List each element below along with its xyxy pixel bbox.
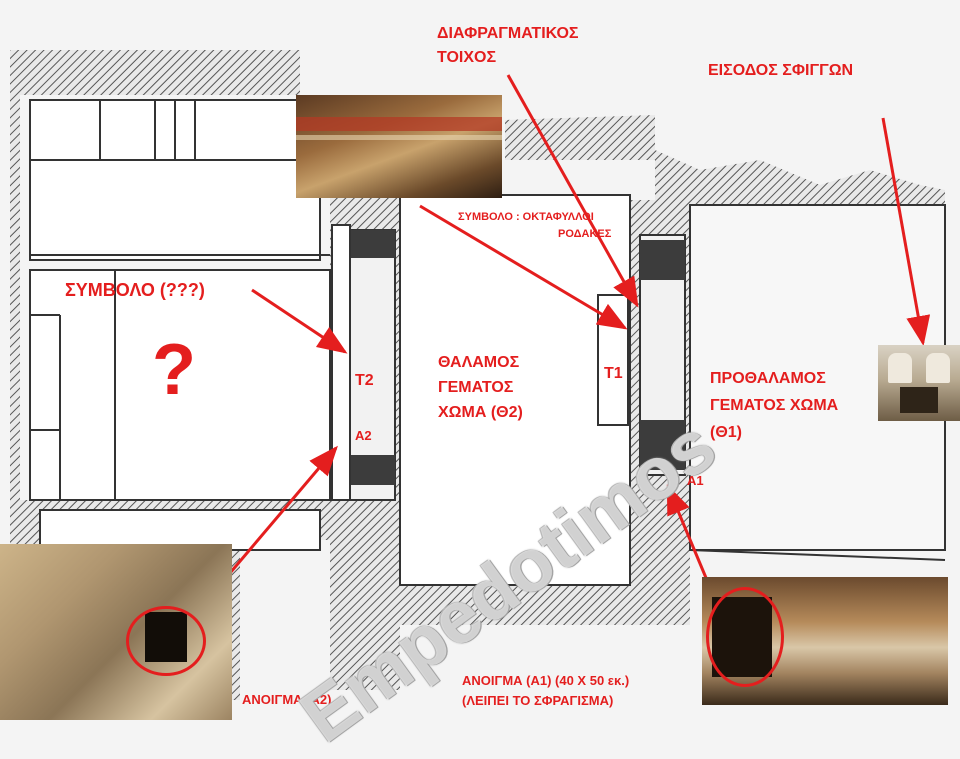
label-opening-a2: ΑΝΟΙΓΜΑ (Α2) xyxy=(242,692,332,707)
label-line: ΓΕΜΑΤΟΣ xyxy=(438,379,514,396)
photo-inset-opening-a2 xyxy=(0,544,232,720)
label-line: ΠΡΟΘΑΛΑΜΟΣ xyxy=(710,370,826,387)
label-a1: Α1 xyxy=(687,473,704,488)
label-line: ΑΝΟΙΓΜΑ (Α1) (40 Χ 50 εκ.) xyxy=(462,673,630,688)
ceiling-lines xyxy=(30,100,946,561)
label-t1: Τ1 xyxy=(604,365,623,382)
label-line: (Θ1) xyxy=(710,424,742,441)
floor-plan-drawing xyxy=(10,50,946,700)
photo-inset-frieze xyxy=(296,95,502,198)
label-diaphragm-wall: ΔΙΑΦΡΑΓΜΑΤΙΚΟΣ ΤΟΙΧΟΣ xyxy=(437,22,579,70)
label-a2: Α2 xyxy=(355,428,372,443)
label-line: ΤΟΙΧΟΣ xyxy=(437,49,497,66)
label-t2: Τ2 xyxy=(355,372,374,389)
door-blocks xyxy=(345,230,685,485)
label-line: ΘΑΛΑΜΟΣ xyxy=(438,354,520,371)
label-symbol-rosettes: ΣΥΜΒΟΛΟ : ΟΚΤΑΦΥΛΛΟΙ ΡΟΔΑΚΕΣ xyxy=(458,209,611,243)
label-symbol-unknown: ΣΥΜΒΟΛΟ (???) xyxy=(65,280,205,300)
photo-inset-sphinxes xyxy=(878,345,960,421)
label-antechamber-1: ΠΡΟΘΑΛΑΜΟΣ ΓΕΜΑΤΟΣ ΧΩΜΑ (Θ1) xyxy=(710,365,838,446)
label-chamber-2: ΘΑΛΑΜΟΣ ΓΕΜΑΤΟΣ ΧΩΜΑ (Θ2) xyxy=(438,350,523,425)
label-line: ΧΩΜΑ (Θ2) xyxy=(438,404,523,421)
label-line: ΔΙΑΦΡΑΓΜΑΤΙΚΟΣ xyxy=(437,25,579,42)
label-sphinx-entrance: ΕΙΣΟΔΟΣ ΣΦΙΓΓΩΝ xyxy=(708,62,854,79)
label-line: (ΛΕΙΠΕΙ ΤΟ ΣΦΡΑΓΙΣΜΑ) xyxy=(462,693,614,708)
label-line: ΣΥΜΒΟΛΟ : ΟΚΤΑΦΥΛΛΟΙ xyxy=(458,211,594,223)
photo-inset-opening-a1 xyxy=(702,577,948,705)
tomb-plan-diagram: ΔΙΑΦΡΑΓΜΑΤΙΚΟΣ ΤΟΙΧΟΣ ΕΙΣΟΔΟΣ ΣΦΙΓΓΩΝ ΣΥ… xyxy=(0,22,960,758)
question-mark: ? xyxy=(152,330,196,410)
label-line: ΡΟΔΑΚΕΣ xyxy=(558,228,612,240)
label-line: ΓΕΜΑΤΟΣ ΧΩΜΑ xyxy=(710,397,839,414)
label-opening-a1: ΑΝΟΙΓΜΑ (Α1) (40 Χ 50 εκ.) (ΛΕΙΠΕΙ ΤΟ ΣΦ… xyxy=(462,671,629,711)
